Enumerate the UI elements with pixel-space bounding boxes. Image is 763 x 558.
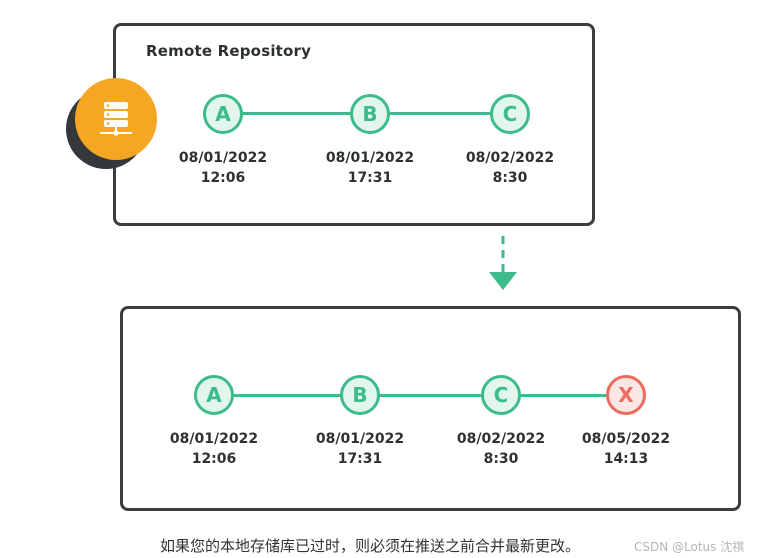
local-commit-b: B — [340, 375, 380, 415]
local-commit-b-timestamp: 08/01/2022 17:31 — [305, 429, 415, 469]
arrow-down-icon — [489, 236, 517, 290]
local-commit-x-conflict: X — [606, 375, 646, 415]
local-commit-x-date: 08/05/2022 — [581, 431, 671, 447]
remote-commit-c-timestamp: 08/02/2022 8:30 — [455, 148, 565, 188]
local-commit-a-time: 12:06 — [191, 451, 237, 467]
local-commit-a: A — [194, 375, 234, 415]
local-commit-a-date: 08/01/2022 — [169, 431, 259, 447]
local-repository-panel: A B C X 08/01/2022 12:06 08/01/2022 17:3… — [120, 306, 741, 511]
remote-commit-c-time: 8:30 — [492, 170, 528, 186]
server-icon — [100, 102, 132, 136]
remote-commit-a-time: 12:06 — [200, 170, 246, 186]
remote-commit-c-date: 08/02/2022 — [465, 150, 555, 166]
local-commit-b-time: 17:31 — [337, 451, 383, 467]
server-badge — [75, 78, 157, 160]
remote-commit-b-timestamp: 08/01/2022 17:31 — [315, 148, 425, 188]
local-commit-x-time: 14:13 — [603, 451, 649, 467]
local-commit-c-time: 8:30 — [483, 451, 519, 467]
local-commit-c-date: 08/02/2022 — [456, 431, 546, 447]
figure-caption: 如果您的本地存储库已过时，则必须在推送之前合并最新更改。 — [160, 537, 581, 555]
remote-repository-title: Remote Repository — [146, 42, 312, 60]
remote-commit-b-date: 08/01/2022 — [325, 150, 415, 166]
local-commit-b-date: 08/01/2022 — [315, 431, 405, 447]
remote-commit-b: B — [350, 94, 390, 134]
remote-commit-a: A — [203, 94, 243, 134]
local-commit-c: C — [481, 375, 521, 415]
remote-repository-panel: Remote Repository A B C 08/01/2022 12:06… — [113, 23, 595, 226]
local-timeline-line — [214, 394, 626, 397]
remote-commit-a-timestamp: 08/01/2022 12:06 — [168, 148, 278, 188]
csdn-watermark: CSDN @Lotus 沈祺 — [634, 540, 745, 554]
local-commit-a-timestamp: 08/01/2022 12:06 — [159, 429, 269, 469]
local-commit-c-timestamp: 08/02/2022 8:30 — [446, 429, 556, 469]
local-commit-x-timestamp: 08/05/2022 14:13 — [571, 429, 681, 469]
remote-commit-b-time: 17:31 — [347, 170, 393, 186]
remote-commit-a-date: 08/01/2022 — [178, 150, 268, 166]
remote-commit-c: C — [490, 94, 530, 134]
